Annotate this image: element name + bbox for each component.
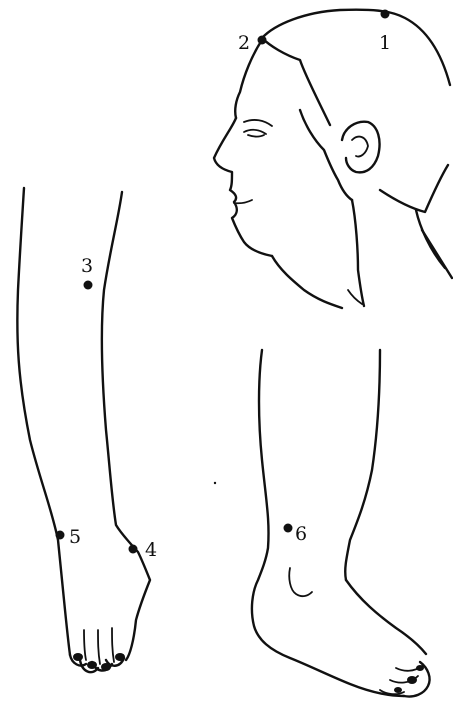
point-2-marker: 2 [238, 32, 267, 54]
point-1-marker: 1 [379, 10, 391, 55]
point-2-label: 2 [238, 32, 250, 54]
point-4-dot [129, 545, 138, 554]
point-1-dot [381, 10, 390, 19]
point-1-label: 1 [379, 32, 391, 54]
point-6-label: 6 [295, 523, 307, 545]
point-5-dot [56, 531, 65, 540]
point-5-label: 5 [69, 526, 81, 548]
point-4-marker: 4 [129, 539, 158, 561]
point-3-marker: 3 [81, 255, 93, 290]
point-6-marker: 6 [284, 523, 308, 545]
point-3-dot [84, 281, 93, 290]
point-6-dot [284, 524, 293, 533]
speck-mark [214, 482, 216, 484]
point-4-label: 4 [145, 539, 157, 561]
lower-leg-foot-drawing [252, 350, 430, 697]
point-3-label: 3 [81, 255, 93, 277]
head-profile-drawing [214, 10, 452, 308]
point-2-dot [258, 36, 267, 45]
